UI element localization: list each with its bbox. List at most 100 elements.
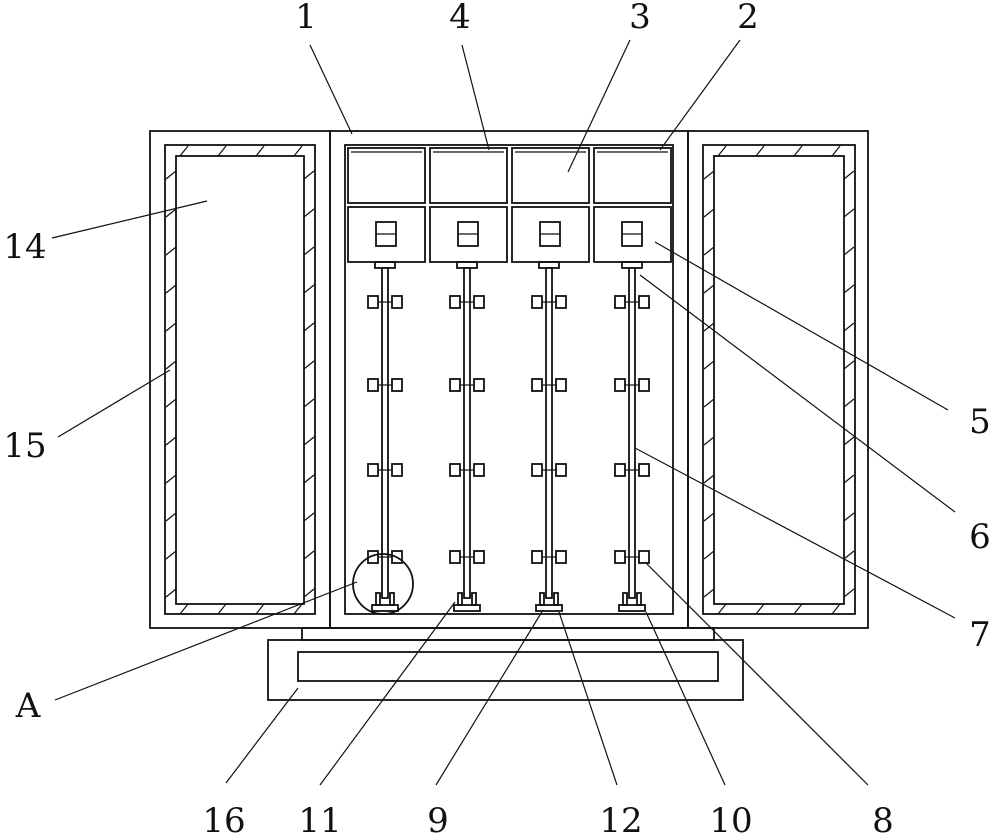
leader-14 bbox=[51, 200, 208, 239]
hatch-mark bbox=[793, 603, 803, 615]
clamp-right bbox=[638, 463, 650, 477]
hatch-mark bbox=[793, 145, 803, 157]
base-bolt-left bbox=[539, 592, 545, 606]
clamp-left bbox=[614, 378, 626, 392]
leader-5 bbox=[654, 241, 949, 411]
label-9: 9 bbox=[427, 801, 449, 840]
leader-a bbox=[54, 581, 358, 701]
base-hatched-slab bbox=[297, 651, 719, 682]
hatch-mark bbox=[179, 145, 189, 157]
hatch-mark bbox=[303, 284, 315, 294]
base-bolt-right bbox=[553, 592, 559, 606]
label-5: 5 bbox=[969, 402, 991, 442]
left-door-glass bbox=[175, 155, 305, 605]
hatch-mark bbox=[831, 603, 841, 615]
right-door-hatch bbox=[703, 145, 855, 615]
label-12: 12 bbox=[599, 801, 642, 840]
hatch-mark bbox=[303, 246, 315, 256]
label-6: 6 bbox=[969, 517, 991, 557]
top-compartment bbox=[511, 147, 590, 204]
label-16: 16 bbox=[202, 801, 245, 840]
hatch-mark bbox=[755, 603, 765, 615]
vertical-rail bbox=[628, 267, 636, 599]
hatch-mark bbox=[831, 145, 841, 157]
left-door-frame bbox=[149, 130, 331, 629]
hatch-mark bbox=[843, 360, 855, 370]
hatch-mark bbox=[165, 588, 177, 598]
rail-base-plate bbox=[535, 604, 563, 612]
clamp-left bbox=[614, 295, 626, 309]
leader-2 bbox=[659, 39, 741, 151]
clamp-left bbox=[367, 295, 379, 309]
base-neck bbox=[301, 627, 715, 641]
rail-base-plate bbox=[371, 604, 399, 612]
leader-4 bbox=[461, 44, 490, 151]
hatch-mark bbox=[703, 436, 715, 446]
label-14: 14 bbox=[3, 227, 46, 267]
hatch-mark bbox=[703, 170, 715, 180]
hatch-mark bbox=[703, 588, 715, 598]
clamp-left bbox=[531, 550, 543, 564]
hatch-mark bbox=[843, 398, 855, 408]
clamp-right bbox=[638, 550, 650, 564]
hatch-mark bbox=[165, 246, 177, 256]
clamp-left bbox=[449, 463, 461, 477]
label-10: 10 bbox=[709, 801, 752, 840]
hatch-mark bbox=[703, 284, 715, 294]
label-8: 8 bbox=[872, 801, 894, 840]
vertical-rail bbox=[545, 267, 553, 599]
top-compartment bbox=[593, 147, 672, 204]
vertical-rail bbox=[381, 267, 389, 599]
label-a: A bbox=[15, 686, 41, 726]
clamp-left bbox=[531, 378, 543, 392]
label-11: 11 bbox=[298, 801, 341, 840]
hatch-mark bbox=[303, 322, 315, 332]
hatch-mark bbox=[755, 145, 765, 157]
top-compartment bbox=[429, 147, 508, 204]
hatch-mark bbox=[717, 145, 727, 157]
label-7: 7 bbox=[969, 615, 991, 655]
clamp-left bbox=[614, 550, 626, 564]
hatch-mark bbox=[843, 170, 855, 180]
top-compartments bbox=[347, 147, 672, 204]
label-4: 4 bbox=[449, 0, 471, 37]
clamp-right bbox=[473, 463, 485, 477]
hatch-mark bbox=[303, 474, 315, 484]
hatch-mark bbox=[843, 550, 855, 560]
base-bolt-left bbox=[457, 592, 463, 606]
vertical-rails bbox=[367, 261, 650, 612]
base-outer bbox=[267, 639, 744, 701]
leader-6 bbox=[639, 274, 956, 513]
base-bolt-left bbox=[375, 592, 381, 606]
hatch-mark bbox=[165, 550, 177, 560]
clamp-right bbox=[473, 550, 485, 564]
left-door-gasket bbox=[164, 144, 316, 615]
right-door-gasket bbox=[702, 144, 856, 615]
hatch-mark bbox=[165, 322, 177, 332]
hatch-mark bbox=[179, 603, 189, 615]
clamp-left bbox=[614, 463, 626, 477]
clamp-right bbox=[638, 378, 650, 392]
clamp-left bbox=[367, 378, 379, 392]
rail-base-plate bbox=[618, 604, 646, 612]
rail-base-plate bbox=[453, 604, 481, 612]
base-bolt-right bbox=[389, 592, 395, 606]
leader-8 bbox=[644, 561, 869, 786]
leader-11 bbox=[319, 601, 456, 786]
hatch-mark bbox=[843, 588, 855, 598]
hatch-mark bbox=[303, 436, 315, 446]
cabinet-base bbox=[267, 627, 744, 701]
hatch-mark bbox=[303, 512, 315, 522]
hatch-mark bbox=[703, 398, 715, 408]
clamp-right bbox=[555, 550, 567, 564]
label-15: 15 bbox=[3, 426, 46, 466]
hatch-mark bbox=[703, 474, 715, 484]
base-bolt-left bbox=[622, 592, 628, 606]
hatch-mark bbox=[255, 603, 265, 615]
leader-lines bbox=[51, 39, 956, 786]
hatch-mark bbox=[843, 284, 855, 294]
leader-9 bbox=[435, 609, 544, 786]
clamp-left bbox=[449, 378, 461, 392]
